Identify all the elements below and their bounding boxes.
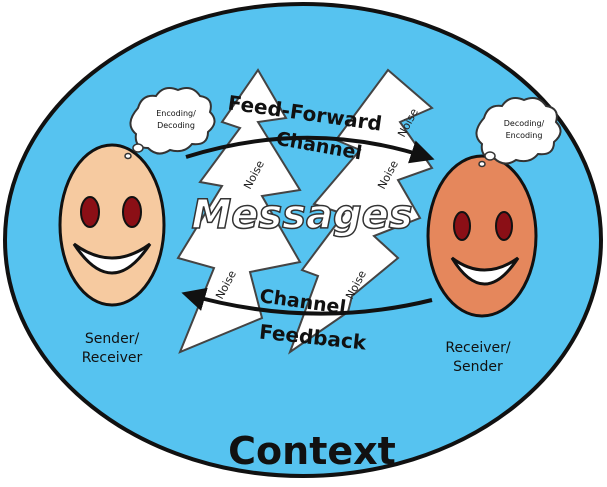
sender-smile — [72, 242, 152, 275]
sender-thought-line2: Decoding — [157, 121, 195, 130]
receiver-label-line2: Sender — [453, 359, 503, 375]
sender-label-line1: Sender/ — [85, 331, 140, 347]
receiver-left-eye — [453, 211, 471, 241]
receiver-thought-line1: Decoding/ — [504, 119, 545, 128]
sender-thought-line1: Encoding/ — [156, 109, 196, 118]
sender-face — [58, 143, 166, 307]
receiver-label-line1: Receiver/ — [445, 340, 511, 356]
receiver-face — [426, 154, 538, 318]
receiver-thought-bubble: Decoding/ Encoding — [475, 97, 562, 168]
feedback-arrow — [181, 287, 433, 316]
sender-label-line2: Receiver — [82, 350, 143, 366]
sender-thought-bubble: Encoding/ Decoding — [124, 87, 216, 160]
sender-left-eye — [80, 196, 100, 228]
noise-bolt-left — [176, 68, 302, 354]
receiver-right-eye — [495, 211, 513, 241]
sender-right-eye — [122, 196, 142, 228]
receiver-thought-line2: Encoding — [506, 131, 543, 140]
context-label: Context — [228, 429, 396, 473]
receiver-smile — [450, 256, 520, 286]
feed-forward-arrow — [185, 135, 435, 164]
messages-label: Messages — [191, 192, 412, 238]
